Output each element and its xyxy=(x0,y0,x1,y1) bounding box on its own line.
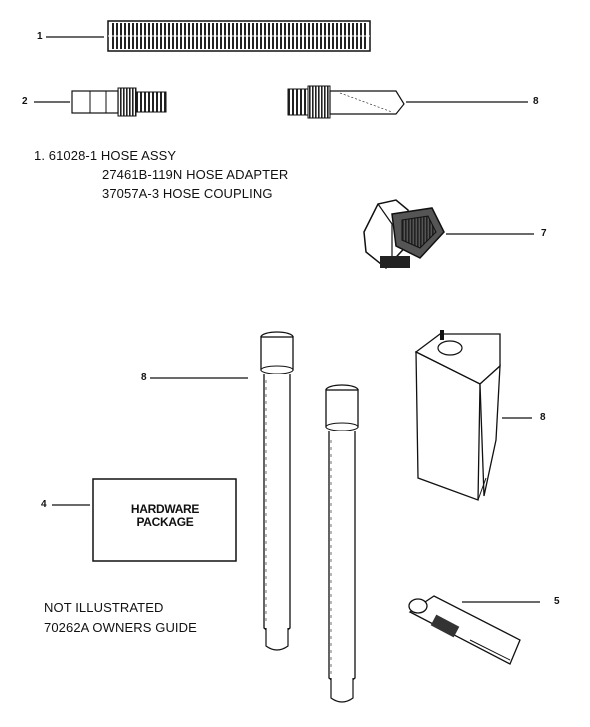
hose xyxy=(107,20,371,52)
hardware-package-label: HARDWARE PACKAGE xyxy=(110,503,220,529)
upholstery-tool xyxy=(363,199,445,270)
parts-list-line-3: 37057A-3 HOSE COUPLING xyxy=(102,186,273,201)
callout-4: 4 xyxy=(41,499,47,510)
hose-adapter xyxy=(71,87,167,117)
extension-wand-left xyxy=(260,331,294,651)
hardware-package-line-1: HARDWARE xyxy=(130,502,200,516)
crevice-tool xyxy=(408,595,521,665)
flat-nozzle xyxy=(287,85,405,119)
owners-guide-line: 70262A OWNERS GUIDE xyxy=(44,620,197,635)
callout-wand: 8 xyxy=(141,372,147,383)
callout-2: 2 xyxy=(22,96,28,107)
attachment-caddy xyxy=(414,330,501,501)
hardware-package-line-2: PACKAGE xyxy=(136,515,194,529)
parts-list-line-2: 27461B-119N HOSE ADAPTER xyxy=(102,167,289,182)
parts-list-line-1: 1. 61028-1 HOSE ASSY xyxy=(34,148,177,163)
hardware-package-box xyxy=(92,478,237,562)
extension-wand-right xyxy=(325,384,359,703)
not-illustrated-heading: NOT ILLUSTRATED xyxy=(44,600,164,615)
callout-nozzle: 8 xyxy=(533,96,539,107)
callout-5: 5 xyxy=(554,596,560,607)
callout-7: 7 xyxy=(541,228,547,239)
callout-1: 1 xyxy=(37,31,43,42)
callout-caddy: 8 xyxy=(540,412,546,423)
